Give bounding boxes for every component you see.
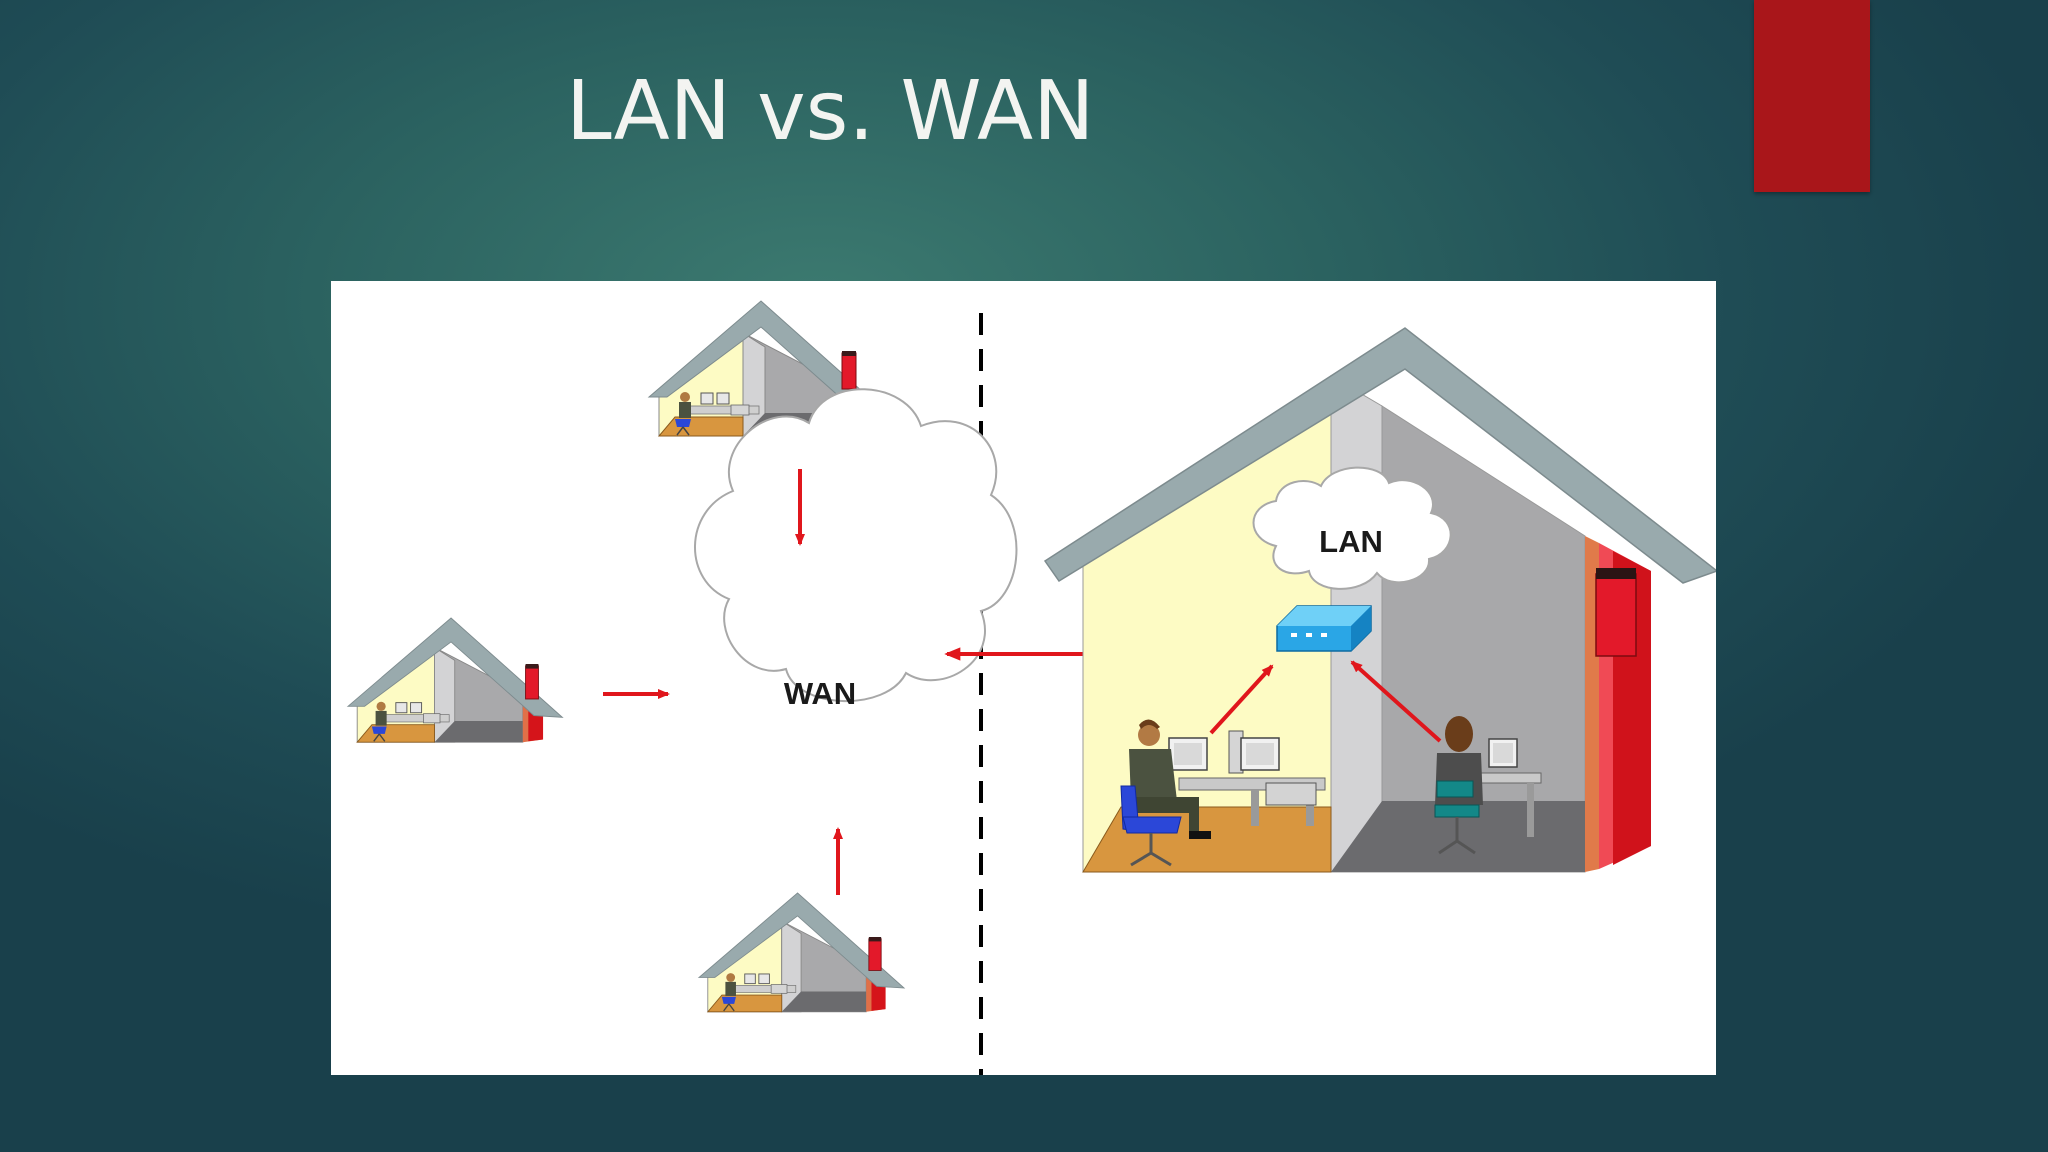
- house-bottom: [698, 892, 905, 1013]
- lan-label: LAN: [1319, 524, 1383, 559]
- slide-title: LAN vs. WAN: [566, 64, 1095, 159]
- lan-cloud: LAN: [1252, 466, 1452, 590]
- wan-cloud: WAN: [694, 388, 1018, 711]
- diagram-panel: WAN: [331, 281, 1716, 1075]
- large-house: [1043, 327, 1716, 873]
- arrow-pc-to-router: [1209, 664, 1274, 735]
- accent-bar: [1754, 0, 1870, 192]
- house-left: [347, 617, 564, 743]
- router-icon: [1276, 605, 1372, 652]
- wan-label: WAN: [784, 676, 856, 711]
- arrow-woman-to-router: [1350, 660, 1442, 743]
